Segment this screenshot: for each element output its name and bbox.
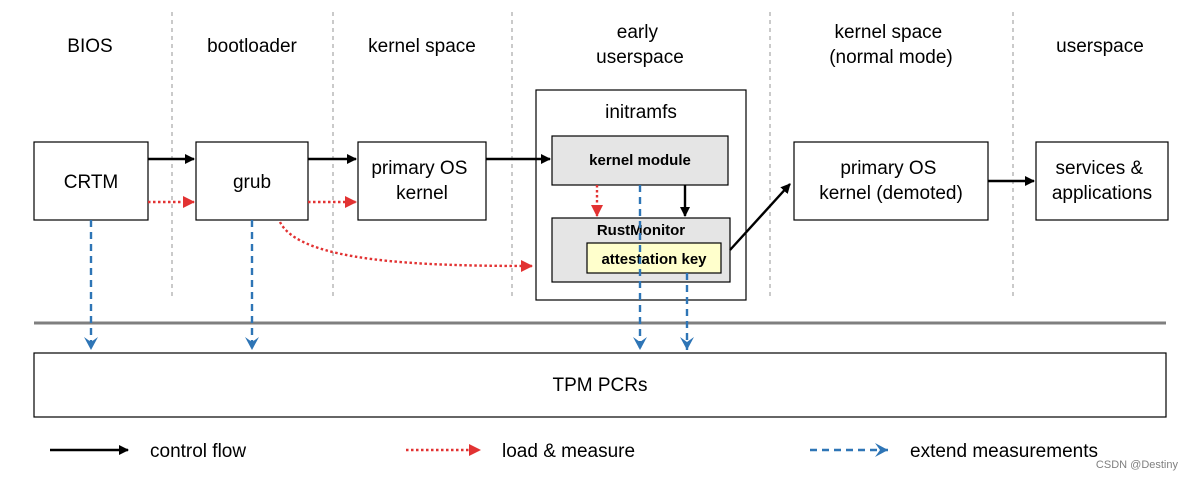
stage-kernel-space: kernel space	[368, 36, 476, 57]
legend-extend-label: extend measurements	[910, 441, 1098, 462]
stage-separators	[171, 12, 1014, 300]
grub-label: grub	[233, 172, 271, 193]
kernel-module-box	[551, 135, 729, 186]
stage-bootloader: bootloader	[207, 36, 297, 57]
services-label: services & applications	[1052, 158, 1152, 204]
arrow-rustmonitor-demoted-control	[729, 183, 791, 251]
stage-userspace: userspace	[1056, 36, 1144, 57]
tpm-pcrs-label: TPM PCRs	[553, 375, 648, 396]
primary-os-demoted-label: primary OS kernel (demoted)	[819, 158, 963, 204]
kernel-module-label: kernel module	[589, 152, 691, 169]
watermark: CSDN @Destiny	[1096, 459, 1179, 471]
attestation-key-label: attestation key	[601, 251, 707, 268]
extend-measurement-arrows	[84, 185, 694, 350]
load-measure-arrows	[148, 185, 603, 272]
legend-control-flow-label: control flow	[150, 441, 246, 462]
stage-headings: BIOS bootloader kernel space early users…	[67, 22, 1144, 68]
crtm-label: CRTM	[64, 172, 119, 193]
primary-os-kernel-box	[357, 141, 487, 221]
stage-early-userspace: early userspace	[596, 22, 684, 68]
attestation-key-box	[586, 242, 722, 274]
arrow-grub-rustmonitor-load	[278, 221, 533, 272]
services-box	[1035, 141, 1169, 221]
rustmonitor-label: RustMonitor	[597, 222, 685, 239]
stage-bios: BIOS	[67, 36, 112, 57]
legend: control flow load & measure extend measu…	[50, 441, 1098, 462]
primary-os-kernel-label: primary OS kernel	[371, 158, 472, 204]
primary-os-demoted-box	[793, 141, 989, 221]
stage-kernel-space-normal: kernel space (normal mode)	[829, 22, 953, 68]
grub-box	[195, 141, 309, 221]
tpm-pcrs-box	[33, 352, 1167, 418]
legend-load-measure-label: load & measure	[502, 441, 635, 462]
control-flow-arrows	[148, 154, 1035, 251]
initramfs-label: initramfs	[605, 102, 677, 123]
